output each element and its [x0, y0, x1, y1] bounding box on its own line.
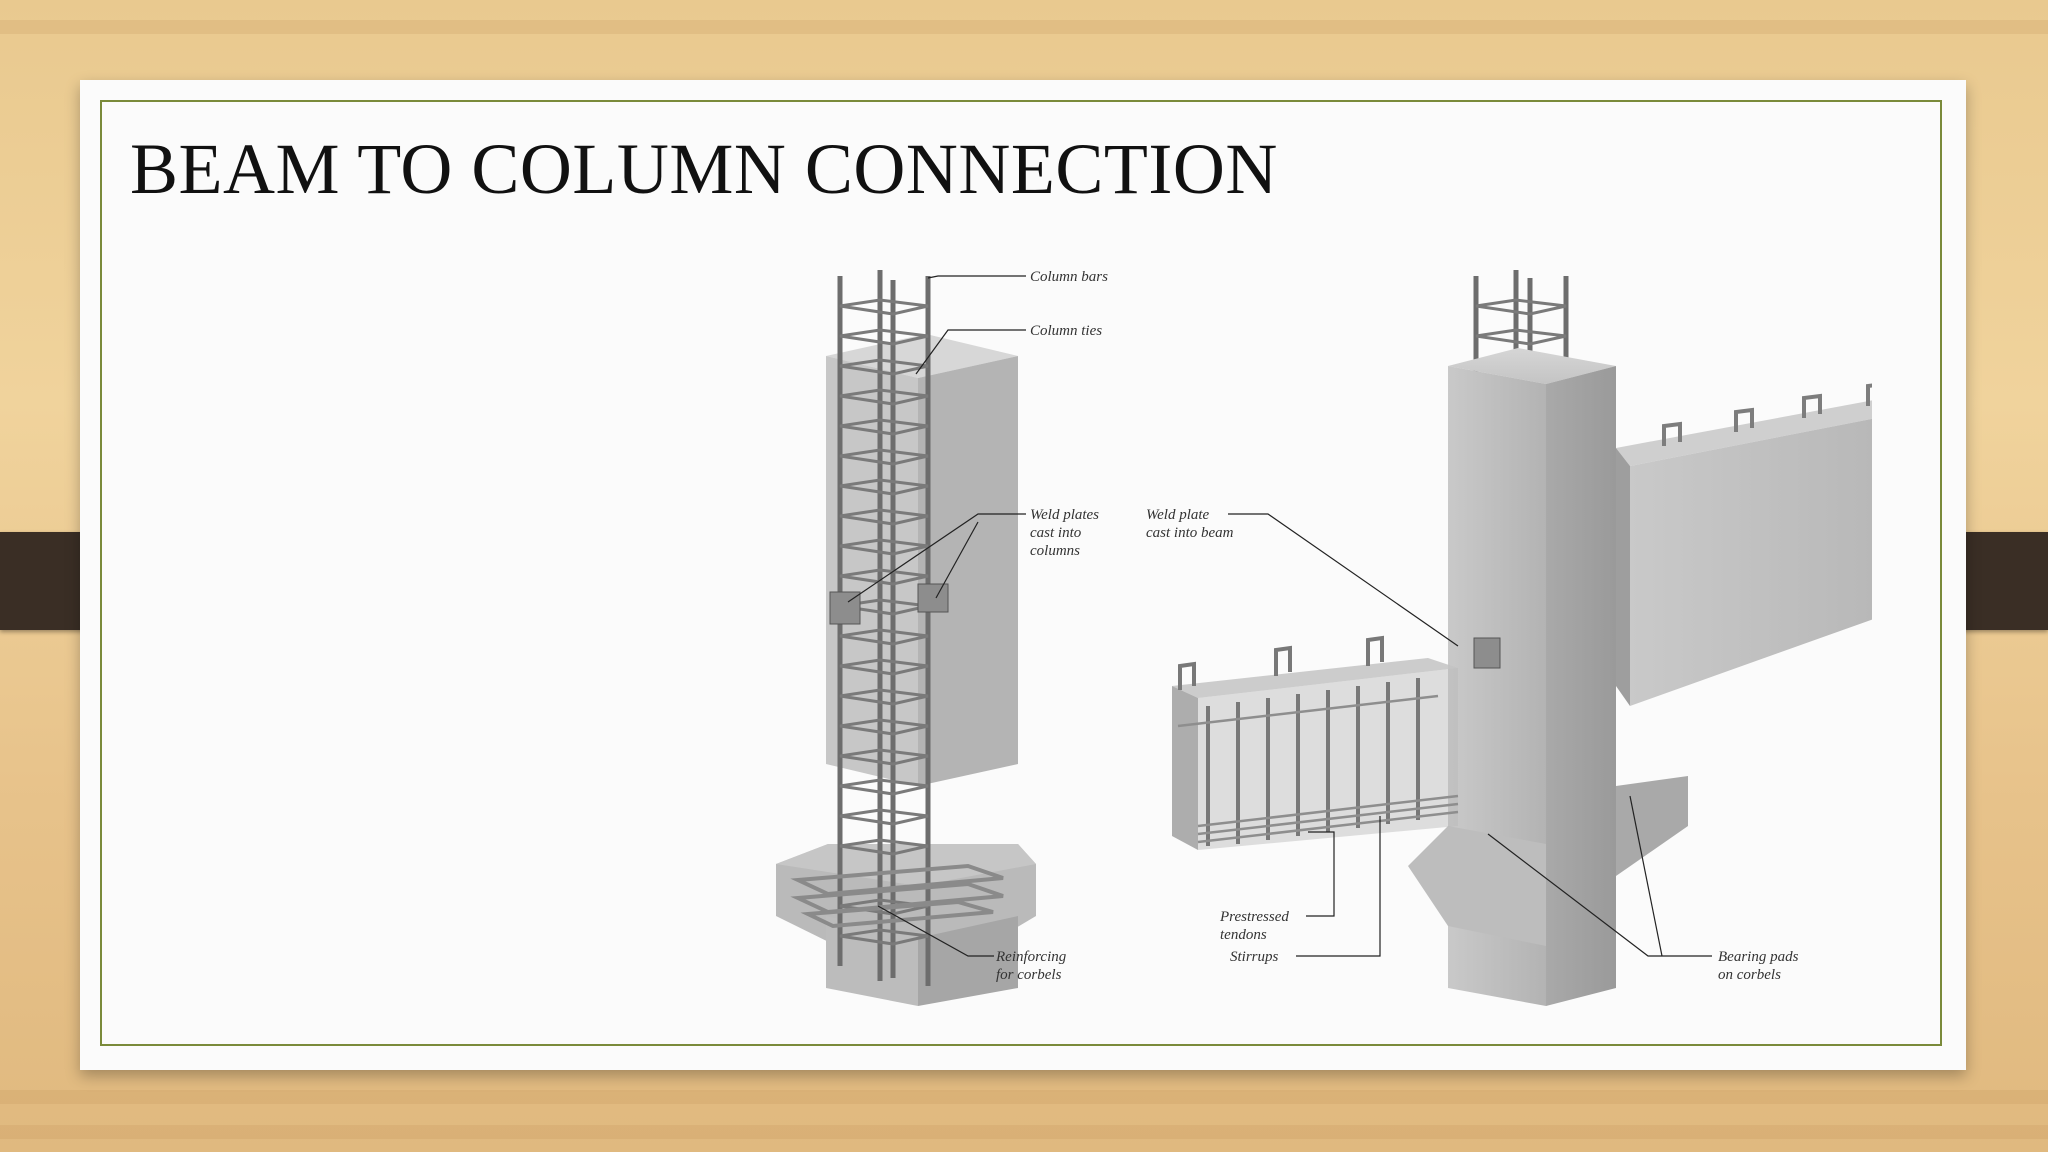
connection-illustration: Column bars Column ties Weld plates cast…	[776, 269, 1872, 1006]
label-prestressed-line1: Prestressed	[1219, 909, 1289, 925]
callout-column-ties: Column ties	[915, 323, 1102, 375]
callout-weld-plates-columns: Weld plates cast into columns	[847, 507, 1099, 603]
label-bearing-pads-line1: Bearing pads	[1718, 949, 1799, 965]
label-column-bars: Column bars	[1030, 269, 1108, 285]
left-column	[776, 270, 1036, 1006]
callout-bearing-pads: Bearing pads on corbels	[1487, 795, 1799, 983]
label-reinforcing-line2: for corbels	[996, 967, 1062, 983]
label-reinforcing-line1: Reinforcing	[995, 949, 1067, 965]
callout-reinforcing-corbels: Reinforcing for corbels	[877, 905, 1067, 983]
label-stirrups: Stirrups	[1230, 949, 1279, 965]
label-bearing-pads-line2: on corbels	[1718, 967, 1781, 983]
slide-frame	[100, 100, 1942, 1046]
callout-prestressed-tendons: Prestressed tendons	[1219, 831, 1335, 943]
label-weld-plates-line3: columns	[1030, 543, 1080, 559]
label-weld-plate-beam-line1: Weld plate	[1146, 507, 1210, 523]
slide-card: BEAM TO COLUMN CONNECTION	[80, 80, 1966, 1070]
label-weld-plates-line2: cast into	[1030, 525, 1082, 541]
callout-column-bars: Column bars	[927, 269, 1108, 285]
label-prestressed-line2: tendons	[1220, 927, 1267, 943]
right-column-assembly	[1172, 270, 1872, 1006]
label-weld-plate-beam-line2: cast into beam	[1146, 525, 1234, 541]
label-weld-plates-line1: Weld plates	[1030, 507, 1099, 523]
label-column-ties: Column ties	[1030, 323, 1102, 339]
callout-weld-plate-beam: Weld plate cast into beam	[1146, 507, 1459, 647]
slide-title: BEAM TO COLUMN CONNECTION	[130, 129, 1278, 209]
callout-stirrups: Stirrups	[1230, 816, 1381, 965]
